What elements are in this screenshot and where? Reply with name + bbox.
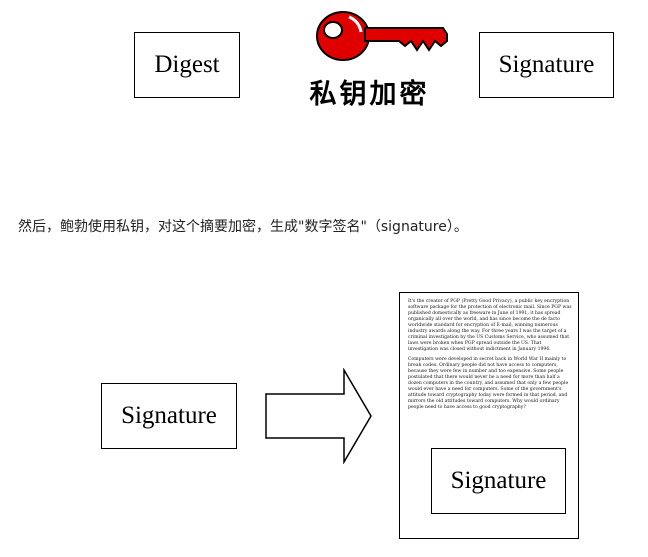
private-key-encrypt-label: 私钥加密 [309, 79, 430, 110]
red-key-icon [316, 11, 448, 61]
signature-box-top: Signature [479, 32, 614, 98]
document-text: It's the creator of PGP (Pretty Good Pri… [408, 299, 572, 415]
right-arrow-icon [265, 368, 372, 464]
signature-label: Signature [450, 467, 547, 494]
document-paragraph: It's the creator of PGP (Pretty Good Pri… [408, 299, 572, 352]
digest-box: Digest [134, 32, 240, 98]
signature-label: Signature [121, 402, 217, 429]
signature-box-left: Signature [101, 383, 237, 449]
signature-box-in-document: Signature [431, 448, 566, 514]
caption-text: 然后，鲍勃使用私钥，对这个摘要加密，生成"数字签名"（signature）。 [18, 219, 468, 235]
document-paragraph: Computers were developed in secret back … [408, 357, 569, 410]
digest-label: Digest [154, 51, 220, 78]
signature-label: Signature [498, 51, 595, 78]
